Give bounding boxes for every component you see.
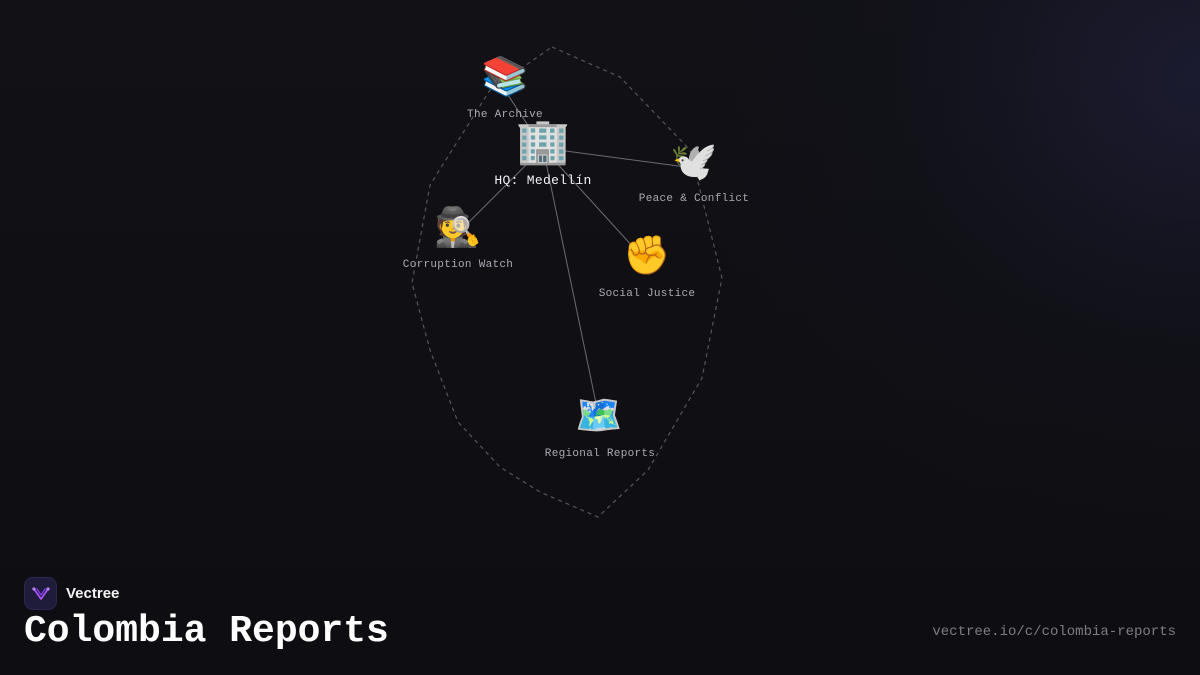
node-archive[interactable]: 📚: [481, 57, 528, 95]
node-label-archive: The Archive: [467, 109, 543, 121]
edge-hub-archive: [501, 85, 544, 149]
edge-group: [462, 85, 687, 409]
cluster-boundary: [411, 46, 723, 518]
node-corruption[interactable]: 🕵️: [434, 208, 481, 246]
office-building-icon: 🏢: [515, 116, 571, 167]
edge-hub-justice: [542, 147, 635, 249]
node-regional[interactable]: 🗺️: [575, 396, 622, 434]
vectree-logo-icon: [24, 577, 57, 610]
edge-hub-peace: [542, 147, 687, 168]
page-url[interactable]: vectree.io/c/colombia-reports: [932, 624, 1176, 640]
node-justice[interactable]: ✊: [623, 236, 670, 274]
dove-icon: 🕊️: [670, 139, 718, 183]
node-label-peace: Peace & Conflict: [638, 193, 750, 205]
node-label-justice: Social Justice: [598, 288, 696, 300]
node-label-regional: Regional Reports: [544, 448, 656, 460]
hub-node[interactable]: 🏢: [516, 120, 571, 164]
node-label-corruption: Corruption Watch: [402, 259, 514, 271]
brand[interactable]: Vectree: [24, 577, 119, 610]
edge-hub-corruption: [462, 147, 544, 229]
page-title: Colombia Reports: [24, 610, 389, 653]
node-peace[interactable]: 🕊️: [670, 142, 717, 180]
hub-label: HQ: Medellín: [494, 173, 592, 188]
map-icon: 🗺️: [575, 393, 623, 437]
detective-icon: 🕵️: [434, 205, 482, 249]
raised-fist-icon: ✊: [623, 233, 671, 277]
brand-name: Vectree: [66, 585, 120, 602]
books-icon: 📚: [481, 54, 529, 98]
edge-hub-regional: [542, 147, 598, 409]
